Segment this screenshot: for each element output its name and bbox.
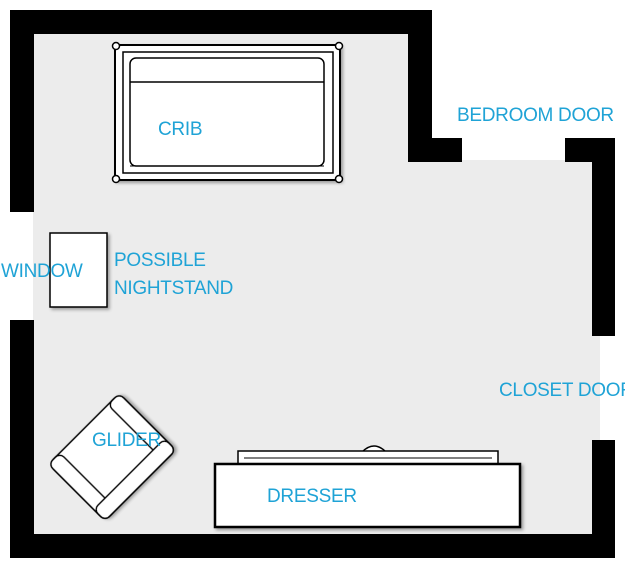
- walls: [10, 10, 615, 558]
- wall-left-upper: [10, 10, 34, 212]
- window-label: WINDOW: [1, 261, 83, 282]
- bedroom-door-label: BEDROOM DOOR: [457, 105, 614, 126]
- glider-back: [95, 440, 175, 520]
- crib: [114, 44, 341, 181]
- crib-rail: [122, 51, 334, 174]
- nightstand-label-line2: NIGHTSTAND: [114, 278, 234, 299]
- dresser-body: [213, 462, 522, 529]
- nightstand-label-line1: POSSIBLE: [114, 250, 206, 271]
- closet-door-label: CLOSET DOOR: [499, 380, 625, 401]
- nightstand: [49, 232, 108, 308]
- wall-bottom: [10, 534, 615, 558]
- crib-corner-posts: [111, 41, 344, 184]
- wall-left-lower: [10, 320, 34, 558]
- wall-bedroom-door-left-stub: [408, 138, 462, 162]
- glider-chair: [50, 395, 175, 520]
- wall-right-lower: [592, 440, 615, 558]
- glider-label: GLIDER: [92, 430, 161, 451]
- dresser-label: DRESSER: [267, 486, 357, 507]
- crib-label: CRIB: [158, 119, 203, 140]
- crib-mattress: [129, 57, 325, 167]
- dresser: [213, 445, 522, 529]
- wall-inner-vertical: [408, 10, 432, 162]
- wall-right-upper: [592, 138, 615, 336]
- wall-top: [10, 10, 432, 34]
